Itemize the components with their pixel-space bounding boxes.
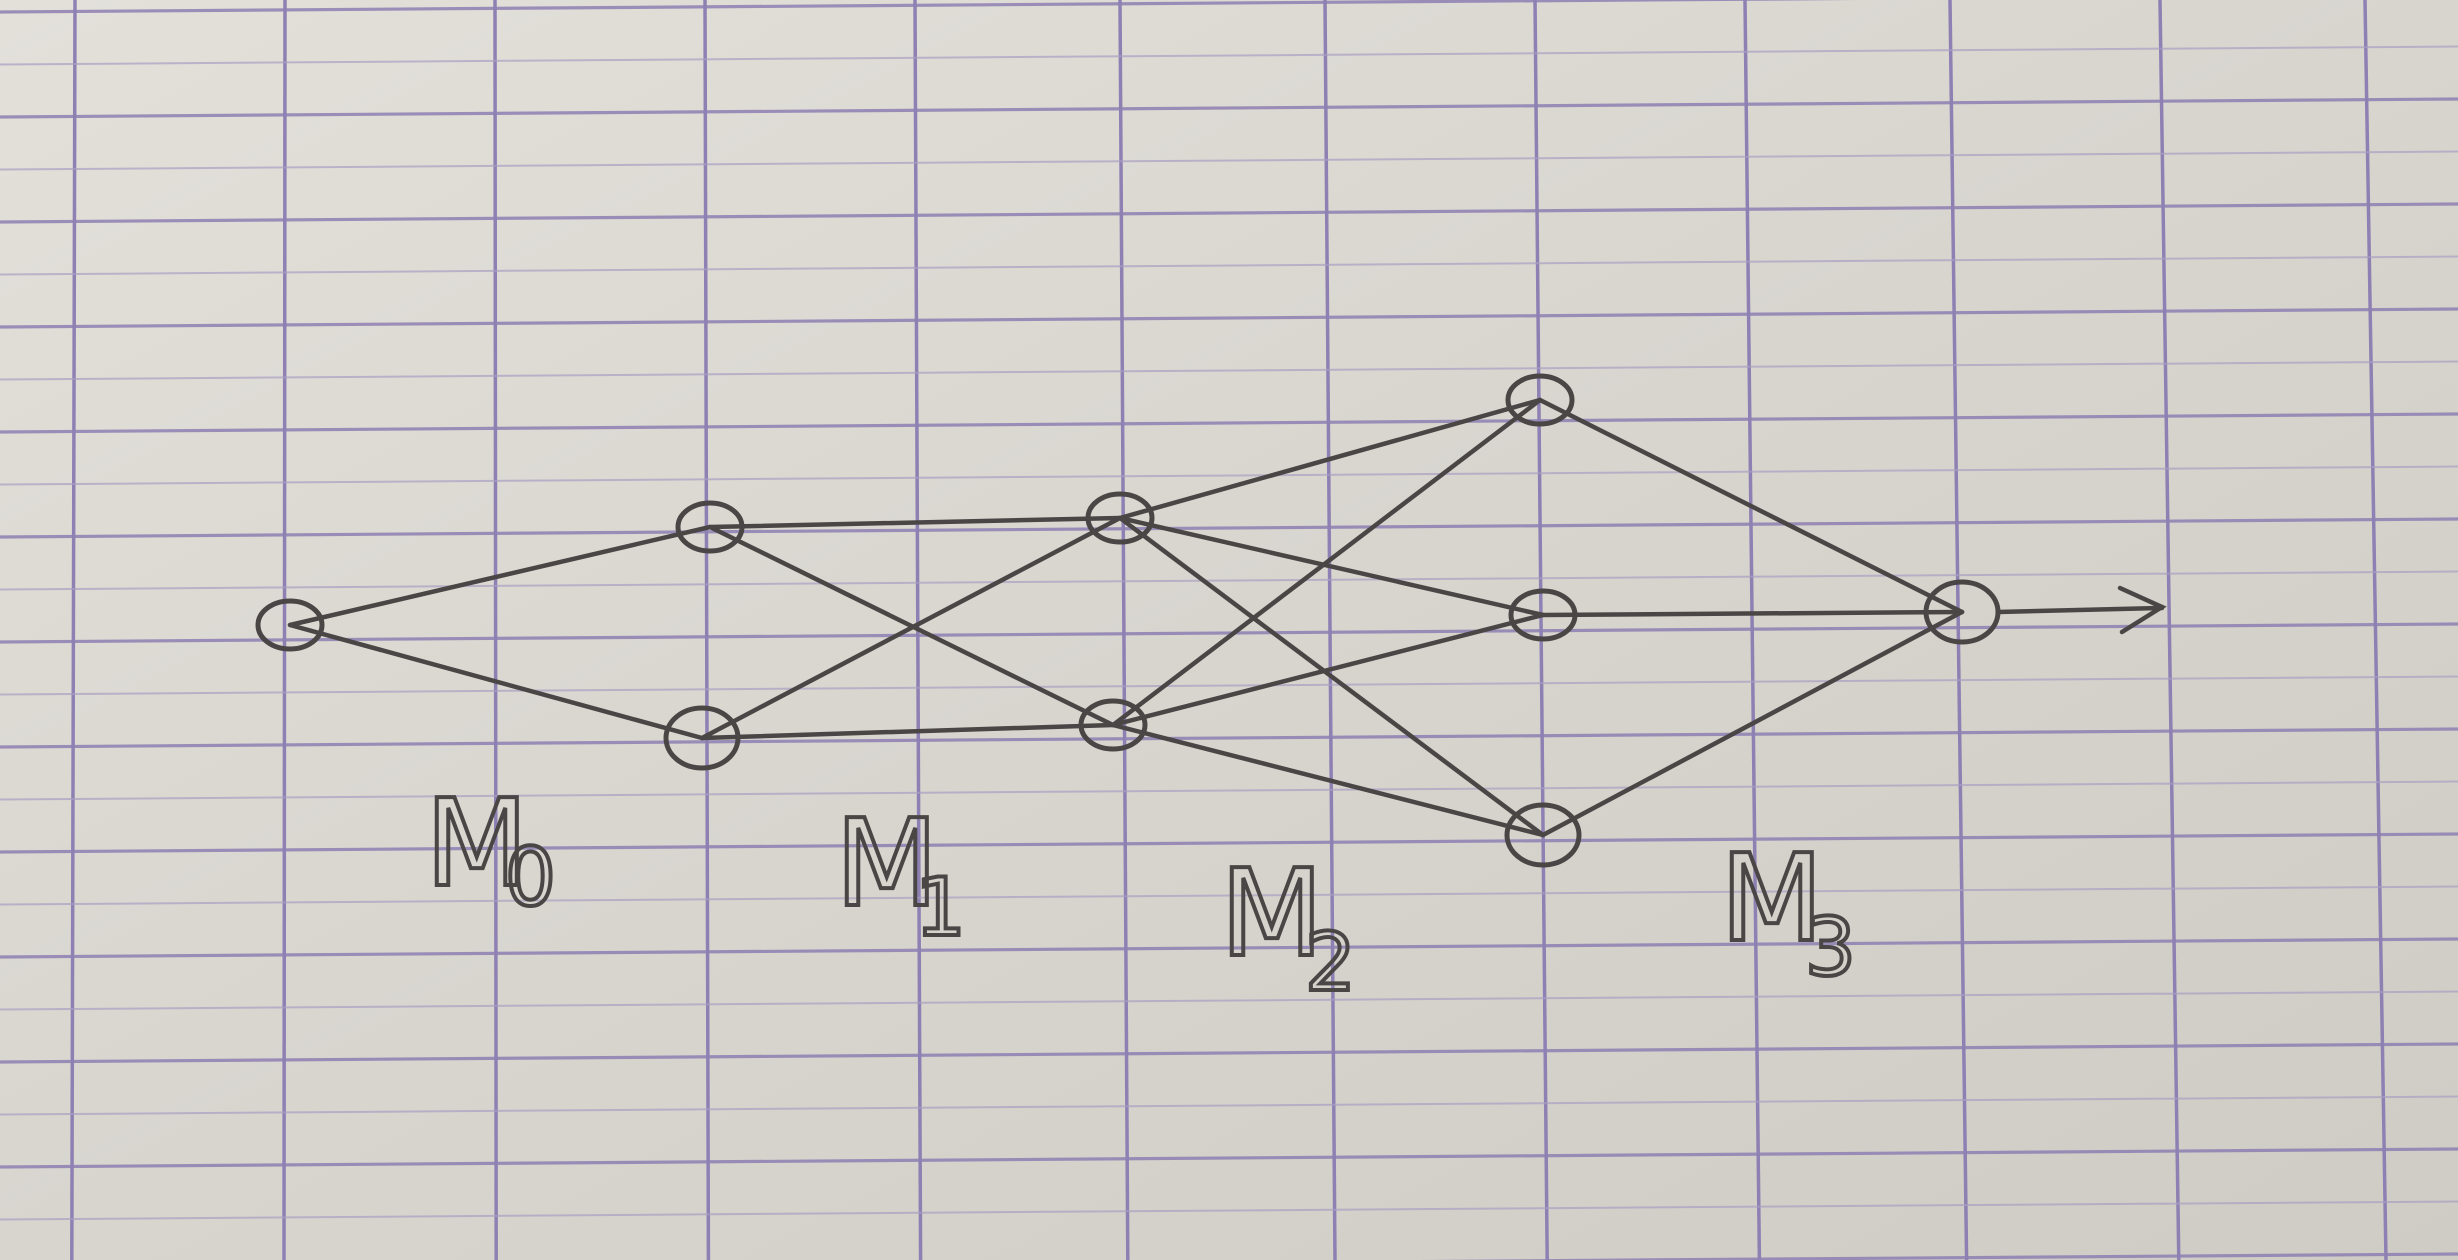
node-a1 [675, 500, 745, 554]
graph-nodes [255, 373, 2001, 868]
graph-edges [287, 397, 1965, 838]
grid-vertical-line [493, 0, 498, 1260]
grid-horizontal-line [0, 1042, 2458, 1064]
node-b2 [1078, 698, 1148, 752]
edge-b1-c1 [1117, 397, 1543, 521]
edge-c2-t [1540, 609, 1965, 618]
grid-vertical-line [70, 0, 77, 1260]
grid-horizontal-line [0, 832, 2458, 854]
node-a2 [663, 705, 741, 771]
label-m3-sub: 3 [1805, 901, 1856, 994]
grid-vertical-line [2363, 0, 2388, 1260]
edge-c3-t [1540, 609, 1965, 838]
grid-horizontal-line [0, 937, 2458, 959]
grid-horizontal-line [0, 622, 2458, 644]
grid-horizontal-line [0, 412, 2458, 434]
grid-horizontal-line [0, 465, 2458, 486]
grid-horizontal-line [0, 780, 2458, 801]
grid-horizontal-line [0, 202, 2458, 224]
grid-vertical-line [1118, 0, 1130, 1260]
stage-labels: M 0 M 1 M 2 M 3 [423, 773, 1858, 1011]
edge-s-a1 [287, 524, 713, 628]
grid-horizontal-line [0, 1200, 2458, 1221]
edge-b1-c3 [1117, 515, 1546, 838]
edge-b1-c2 [1117, 515, 1546, 618]
label-m2-sub: 2 [1305, 916, 1356, 1009]
edge-b2-c2 [1110, 612, 1546, 728]
grid-horizontal-line [0, 45, 2458, 66]
grid-horizontal-line [0, 97, 2458, 119]
grid-horizontal-line [0, 727, 2458, 749]
label-m1-sub: 1 [915, 861, 966, 954]
edge-a1-b1 [707, 515, 1123, 530]
grid-horizontal-line [0, 570, 2458, 591]
label-m3-main: M [1720, 830, 1824, 969]
label-m1-main: M [835, 795, 939, 934]
grid-horizontal-line [0, 675, 2458, 696]
grid-horizontal-line [0, 990, 2458, 1011]
edge-c1-t [1537, 397, 1965, 615]
output-arrow [1995, 585, 2167, 635]
grid-vertical-line [1948, 0, 1969, 1260]
node-c1 [1505, 373, 1575, 427]
grid-vertical-line [282, 0, 287, 1260]
grid-horizontal-line [0, 255, 2458, 276]
grid-vertical-line [703, 0, 711, 1260]
node-c2 [1508, 588, 1578, 642]
edge-b2-c3 [1110, 722, 1546, 838]
grid-vertical-line [1323, 0, 1337, 1260]
label-m0-main: M [425, 775, 529, 914]
edge-a2-b2 [699, 722, 1116, 741]
grid-horizontal-line [0, 307, 2458, 329]
node-s [255, 598, 325, 652]
grid-horizontal-line [0, 1095, 2458, 1116]
edge-a2-b1 [699, 515, 1123, 741]
grid-horizontal-line [0, 885, 2458, 906]
grid-horizontal-line [0, 1147, 2458, 1169]
grid-horizontal-line [0, 0, 1858, 14]
label-m0-sub: 0 [505, 831, 556, 924]
grid-vertical-line [2158, 0, 2181, 1260]
label-m2-main: M [1220, 845, 1324, 984]
edge-b2-c1 [1110, 397, 1543, 728]
grid-horizontal-line [1420, 1252, 2458, 1260]
edge-s-a2 [287, 622, 705, 741]
grid-horizontal-line [0, 150, 2458, 171]
node-c3 [1504, 802, 1582, 868]
arrow-shaft [1995, 605, 2165, 615]
arrow-head [2117, 585, 2167, 635]
grid-horizontal-line [0, 360, 2458, 381]
node-b1 [1085, 491, 1155, 545]
grid-horizontal-line [0, 517, 2458, 539]
